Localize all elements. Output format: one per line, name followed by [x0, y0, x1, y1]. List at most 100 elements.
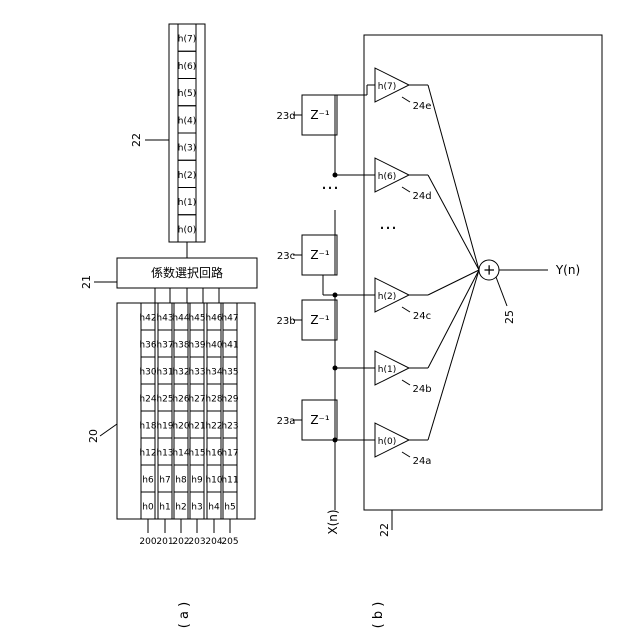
memory-cell-text: h41	[221, 341, 238, 351]
register-cell-text: h(2)	[178, 171, 196, 181]
memory-row: h1h7h13h19h25h31h37h43201	[156, 303, 173, 547]
adder-input-line	[428, 270, 479, 440]
memory-cell-text: h42	[139, 314, 156, 324]
register-cell-text: h(4)	[178, 116, 196, 126]
delay-text: Z⁻¹	[310, 248, 330, 262]
adder-symbol: +	[480, 264, 498, 277]
memory-cell-text: h19	[156, 422, 173, 432]
adder-inputs	[428, 85, 479, 440]
multiplier: h(6)24d	[375, 158, 432, 202]
register-cell-text: h(1)	[178, 198, 196, 208]
memory-cell-text: h39	[188, 341, 205, 351]
multiplier: h(1) 24b	[375, 351, 432, 395]
multipliers: h(0)24ah(1)24bh(2)24ch(6)24dh(7)24e	[375, 68, 432, 467]
multiplier-leader	[402, 452, 410, 457]
register-cell-text: h(7)	[178, 35, 196, 45]
memory-cell-text: h27	[188, 395, 205, 405]
memory-cell-text: h6	[142, 476, 154, 486]
memory-cell-text: h32	[172, 368, 189, 378]
filter-ref-label: 22	[378, 523, 391, 537]
memory-row-ref-label: 202	[172, 537, 189, 547]
delay-element: Z⁻¹ 23b	[276, 300, 337, 340]
multiplier-text: h(1)	[378, 365, 396, 375]
multiplier-ellipsis: …	[379, 213, 397, 234]
multiplier: h(0) 24a	[375, 423, 431, 467]
memory-cell-text: h45	[188, 314, 205, 324]
memory-row: h3h9h15h21h27h33h39h45203	[188, 303, 205, 547]
multiplier-ref-label: 24b	[412, 384, 431, 395]
memory-cell-text: h1	[159, 503, 170, 513]
input-label: X(n)	[326, 509, 340, 534]
memory-cell-text: h2	[175, 503, 186, 513]
register-cell-text: h(3)	[178, 144, 196, 154]
delay-elements: Z⁻¹23aZ⁻¹23bZ⁻¹23cZ⁻¹23d	[276, 95, 337, 440]
memory-cell-text: h40	[205, 341, 222, 351]
delay-ref-label: 23b	[276, 316, 295, 327]
memory-cell-text: h8	[175, 476, 187, 486]
multiplier: h(2) 24c	[375, 278, 431, 322]
adder-input-line	[428, 270, 479, 295]
memory-cell-text: h24	[139, 395, 156, 405]
multiplier-ref-label: 24a	[413, 456, 432, 467]
memory-cell-text: h21	[188, 422, 205, 432]
memory-cell-text: h43	[156, 314, 173, 324]
multiplier-ref-label: 24e	[413, 101, 432, 112]
multiplier-ref-label: 24c	[413, 311, 431, 322]
memory-cell-text: h0	[142, 503, 154, 513]
memory-row: h2 h8 h14 h20 h26 h32 h38 h44 202	[172, 303, 189, 547]
memory-row-ref-label: 203	[188, 537, 205, 547]
memory-cell-text: h12	[139, 449, 156, 459]
memory-cell-text: h29	[221, 395, 238, 405]
memory-cell-text: h9	[191, 476, 203, 486]
memory-ref-label: 20	[87, 429, 100, 443]
memory-cell-text: h11	[221, 476, 238, 486]
memory-cell-text: h30	[139, 368, 156, 378]
memory-cell-text: h44	[172, 314, 189, 324]
memory-cell-text: h35	[221, 368, 238, 378]
memory-cell-text: h7	[159, 476, 170, 486]
multiplier-text: h(2)	[378, 292, 396, 302]
delay-ref-label: 23a	[277, 416, 296, 427]
register-ref-label: 22	[130, 133, 143, 147]
memory-cell-text: h28	[205, 395, 222, 405]
adder-leader	[496, 277, 507, 306]
delay-element: Z⁻¹ 23a	[277, 400, 337, 440]
memory-cell-text: h20	[172, 422, 189, 432]
memory-cell-text: h33	[188, 368, 205, 378]
caption-a: ( a )	[177, 602, 192, 628]
memory-row-ref-label: 201	[156, 537, 173, 547]
memory-cell-text: h26	[172, 395, 189, 405]
delay-element: Z⁻¹ 23c	[277, 235, 337, 275]
memory-row: h0h6h12h18h24h30h36h42200	[139, 303, 156, 547]
multiplier-leader	[402, 97, 410, 102]
memory-row: h4h10h16h22h28h34h40h46204	[205, 303, 222, 547]
register-cell-text: h(0)	[178, 225, 196, 235]
register-cell-text: h(5)	[178, 89, 196, 99]
register-cells: h(0) h(1) h(2) h(3) h(4) h(5) h(6) h(7)	[178, 24, 196, 242]
memory-cell-text: h13	[156, 449, 173, 459]
output-label: Y(n)	[555, 263, 580, 277]
multiplier-leader	[402, 187, 410, 192]
part-a: ( a ) 20 h0h6h12h18h24h30h36h42200h1h7h1…	[80, 24, 257, 628]
memory-cell-text: h5	[224, 503, 235, 513]
memory-cell-text: h4	[208, 503, 220, 513]
delay-text: Z⁻¹	[310, 413, 330, 427]
multiplier-text: h(0)	[378, 437, 396, 447]
tap-lines	[333, 85, 376, 443]
memory-rows: h0h6h12h18h24h30h36h42200h1h7h13h19h25h3…	[139, 303, 238, 547]
memory-cell-text: h15	[188, 449, 205, 459]
delay-ref-label: 23c	[277, 251, 295, 262]
memory-cell-text: h14	[172, 449, 189, 459]
register-cell-text: h(6)	[178, 62, 196, 72]
memory-row-ref-label: 200	[139, 537, 156, 547]
memory-cell-text: h17	[221, 449, 238, 459]
memory-cell-text: h38	[172, 341, 189, 351]
delay-text: Z⁻¹	[310, 313, 330, 327]
delay-element: Z⁻¹23d	[276, 95, 337, 135]
delay-ref-label: 23d	[276, 111, 295, 122]
adder-input-line	[428, 175, 479, 270]
memory-cell-text: h34	[205, 368, 222, 378]
memory-row-ref-label: 204	[205, 537, 222, 547]
delay-ellipsis: …	[321, 173, 339, 194]
